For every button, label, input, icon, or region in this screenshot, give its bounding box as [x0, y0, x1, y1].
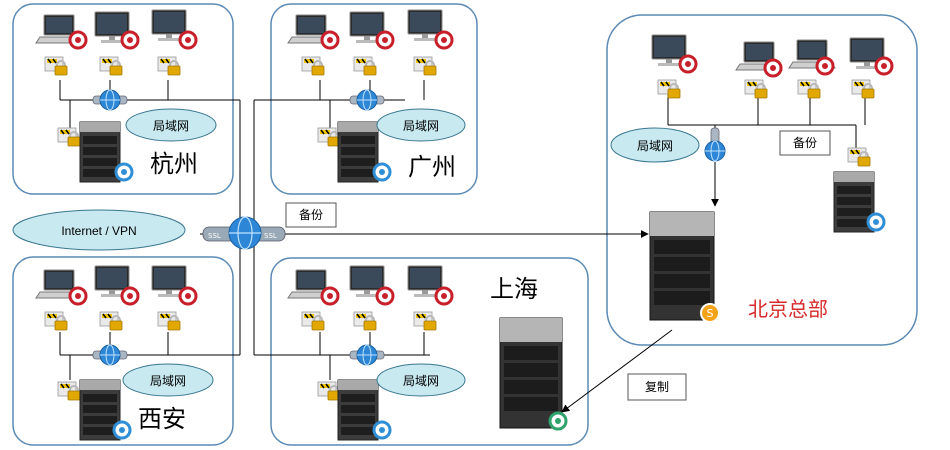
internet-bubble — [12, 209, 186, 251]
beijing-lan-label: 局域网 — [637, 139, 673, 153]
xian-switch-icon — [92, 344, 128, 366]
shanghai-title: 上海 — [490, 275, 538, 303]
beijing-lan-bubble — [610, 127, 700, 163]
replicate-arrow — [561, 329, 673, 413]
hangzhou-switch-icon — [92, 89, 128, 111]
ssl-left-label: SSL — [208, 232, 221, 240]
hangzhou-lan-bubble — [125, 108, 217, 142]
xian-title: 西安 — [138, 405, 186, 433]
svg-text:S: S — [707, 307, 714, 320]
hq-main-server-icon: S — [649, 211, 720, 323]
backup-main-box — [285, 202, 337, 228]
shanghai-switch-icon — [349, 344, 385, 366]
backup-hq-label: 备份 — [793, 136, 817, 150]
guangzhou-lan-label: 局域网 — [403, 119, 439, 133]
backup-main-label: 备份 — [299, 208, 323, 222]
internet-hub-icon — [202, 216, 286, 250]
xian-lan-bubble — [122, 363, 214, 397]
ssl-right-label: SSL — [264, 232, 277, 240]
guangzhou-lan-bubble — [376, 108, 466, 142]
backup-hq-box — [779, 130, 831, 156]
replicate-label: 复制 — [645, 380, 669, 394]
shanghai-lan-label: 局域网 — [403, 374, 439, 388]
hangzhou-title: 杭州 — [150, 150, 198, 178]
guangzhou-title: 广州 — [408, 153, 456, 181]
xian-lan-label: 局域网 — [150, 374, 186, 388]
beijing-title: 北京总部 — [748, 297, 828, 321]
internet-label: Internet / VPN — [61, 224, 136, 238]
hq-globe-icon — [704, 127, 726, 162]
hangzhou-lan-label: 局域网 — [153, 119, 189, 133]
shanghai-backup-server-icon — [499, 317, 568, 431]
shanghai-lan-bubble — [376, 363, 466, 397]
guangzhou-switch-icon — [349, 89, 385, 111]
replicate-box — [627, 373, 687, 401]
